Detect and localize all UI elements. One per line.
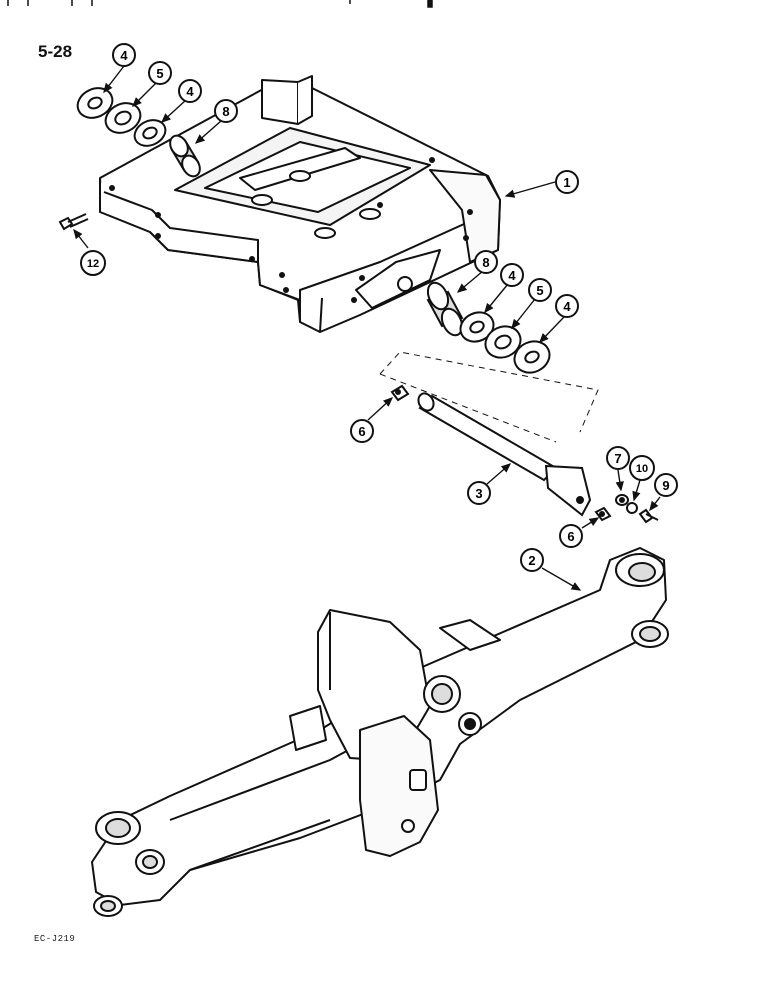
callout-9: 9 [654, 473, 678, 497]
callout-4-lower-2: 4 [555, 294, 579, 318]
callout-label: 4 [563, 299, 571, 314]
callout-label: 7 [614, 451, 621, 466]
callout-5-upper: 5 [148, 61, 172, 85]
thrust-washer-lower-5b [484, 325, 522, 359]
bushing-upper-8a [169, 134, 201, 178]
callout-label: 8 [222, 104, 229, 119]
callout-label: 6 [567, 529, 574, 544]
nut-7 [615, 494, 629, 506]
callout-label: 12 [87, 258, 99, 270]
callout-6-upper: 6 [350, 419, 374, 443]
washer-lower-4c [459, 311, 495, 343]
callout-8-upper: 8 [214, 99, 238, 123]
thrust-washer-upper-5a [104, 102, 142, 134]
callout-4-lower-1: 4 [500, 263, 524, 287]
callout-label: 6 [358, 424, 365, 439]
washer-lower-4d [513, 340, 551, 374]
callout-4-upper-1: 4 [112, 43, 136, 67]
callout-label: 1 [563, 175, 570, 190]
callout-label: 9 [662, 478, 669, 493]
callout-label: 4 [508, 268, 516, 283]
pivot-pin [417, 392, 592, 517]
bushing-lower-8b [426, 281, 464, 337]
grease-fitting-lower [594, 506, 612, 522]
page-number: 5-28 [38, 42, 73, 61]
callout-8-lower: 8 [474, 250, 498, 274]
callout-label: 5 [536, 283, 543, 298]
callout-6-lower: 6 [559, 524, 583, 548]
bolt-9 [638, 508, 659, 524]
front-axle-support [99, 75, 501, 333]
washer-upper-4a [76, 87, 114, 119]
callout-2: 2 [520, 548, 544, 572]
callout-10: 10 [629, 455, 655, 481]
washer-10 [626, 502, 638, 514]
callout-label: 4 [120, 48, 128, 63]
callout-label: 4 [186, 84, 194, 99]
callout-label: 3 [475, 486, 482, 501]
figure-code: EC-J219 [34, 934, 76, 944]
callout-label: 8 [482, 255, 489, 270]
bolt-12 [58, 213, 89, 231]
callout-3: 3 [467, 481, 491, 505]
callout-12: 12 [80, 250, 106, 276]
callout-1: 1 [555, 170, 579, 194]
callout-label: 10 [636, 463, 648, 475]
front-axle-housing [91, 547, 669, 917]
callout-label: 2 [528, 553, 535, 568]
washer-upper-4b [133, 119, 167, 147]
grease-fitting-upper [390, 384, 410, 402]
alignment-dashed-lines [379, 351, 599, 443]
callout-4-upper-2: 4 [178, 79, 202, 103]
callout-7: 7 [606, 446, 630, 470]
callout-leaders [73, 65, 661, 591]
callout-5-lower: 5 [528, 278, 552, 302]
callout-label: 5 [156, 66, 163, 81]
top-margin-ticks [7, 0, 433, 8]
